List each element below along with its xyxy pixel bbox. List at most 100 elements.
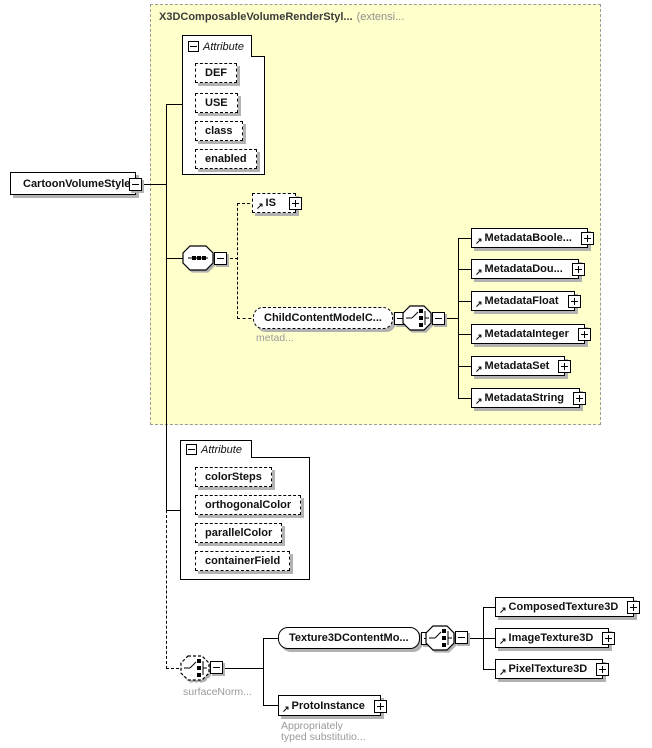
attribute-group-title: Attribute xyxy=(201,443,242,456)
attribute-def[interactable]: DEF xyxy=(195,63,237,83)
expand-plus-icon[interactable] xyxy=(596,663,610,676)
element-metadatastring[interactable]: ↗ MetadataString xyxy=(471,388,587,408)
element-annotation-line2: typed substitutio... xyxy=(281,731,366,743)
element-label: ImageTexture3D xyxy=(508,632,594,644)
extension-base-name: X3DComposableVolumeRenderStyl... xyxy=(159,11,353,23)
element-protoinstance[interactable]: ↗ ProtoInstance xyxy=(278,695,387,716)
collapse-minus-icon[interactable] xyxy=(214,252,227,265)
element-label: MetadataDou... xyxy=(484,263,563,275)
element-metadatadouble[interactable]: ↗ MetadataDou... xyxy=(471,259,585,279)
attribute-label: DEF xyxy=(205,67,227,79)
expand-plus-icon[interactable] xyxy=(289,197,302,210)
choice-icon[interactable] xyxy=(425,625,455,651)
attribute-enabled[interactable]: enabled xyxy=(195,149,257,169)
group-annotation: metad... xyxy=(256,332,294,344)
element-label: MetadataBoole... xyxy=(484,232,572,244)
connector-line xyxy=(166,668,184,669)
connector-line xyxy=(237,318,257,319)
element-label: CartoonVolumeStyle xyxy=(23,177,131,190)
element-label: IS xyxy=(265,197,276,209)
element-annotation-line1: Appropriately xyxy=(281,720,343,732)
collapse-minus-icon[interactable] xyxy=(210,661,223,674)
connector-line xyxy=(225,258,238,259)
expand-plus-icon[interactable] xyxy=(558,360,572,373)
collapse-minus-icon[interactable] xyxy=(186,444,197,455)
connector-line xyxy=(263,705,283,706)
expand-plus-icon[interactable] xyxy=(580,232,594,245)
sequence-icon[interactable] xyxy=(182,245,214,271)
attribute-label: parallelColor xyxy=(205,527,273,539)
connector-line xyxy=(166,258,186,259)
connector-line xyxy=(458,269,476,270)
extension-qualifier: (extensi... xyxy=(356,11,405,23)
attribute-class[interactable]: class xyxy=(195,121,243,141)
attribute-orthogonalcolor[interactable]: orthogonalColor xyxy=(195,495,302,515)
element-imagetexture3d[interactable]: ↗ ImageTexture3D xyxy=(495,628,616,648)
attribute-parallelcolor[interactable]: parallelColor xyxy=(195,523,283,543)
collapse-minus-icon[interactable] xyxy=(188,41,199,52)
element-label: MetadataInteger xyxy=(484,328,569,340)
element-ref-arrow-icon: ↗ xyxy=(282,704,290,714)
expand-plus-icon[interactable] xyxy=(571,263,585,276)
element-ref-arrow-icon: ↗ xyxy=(475,332,483,342)
element-ref-arrow-icon: ↗ xyxy=(499,667,507,677)
element-label: ProtoInstance xyxy=(291,699,365,712)
connector-line xyxy=(166,510,167,669)
element-ref-arrow-icon: ↗ xyxy=(475,236,483,246)
expand-plus-icon[interactable] xyxy=(602,632,616,645)
connector-line xyxy=(458,334,476,335)
element-metadataboolean[interactable]: ↗ MetadataBoole... xyxy=(471,228,594,248)
element-ref-arrow-icon: ↗ xyxy=(475,364,483,374)
attribute-group-header: Attribute xyxy=(182,35,252,57)
choice-icon[interactable] xyxy=(180,655,210,681)
attribute-label: enabled xyxy=(205,153,247,165)
element-composedtexture3d[interactable]: ↗ ComposedTexture3D xyxy=(495,597,641,617)
attribute-use[interactable]: USE xyxy=(195,93,238,113)
element-cartoonvolumestyle[interactable]: CartoonVolumeStyle xyxy=(10,172,142,195)
group-annotation: surfaceNorm... xyxy=(183,686,252,698)
connector-line xyxy=(166,104,186,105)
expand-plus-icon[interactable] xyxy=(573,392,587,405)
connector-line xyxy=(263,638,283,639)
connector-line xyxy=(237,203,238,319)
connector-line xyxy=(166,104,167,511)
connector-line xyxy=(458,238,476,239)
attribute-colorsteps[interactable]: colorSteps xyxy=(195,467,272,487)
element-metadatainteger[interactable]: ↗ MetadataInteger xyxy=(471,324,591,344)
expand-plus-icon[interactable] xyxy=(577,328,591,341)
element-label: ComposedTexture3D xyxy=(508,601,619,613)
group-texture3dcontentmodel[interactable]: Texture3DContentMo... xyxy=(278,627,434,649)
connector-line xyxy=(263,638,264,706)
collapse-minus-icon[interactable] xyxy=(129,178,142,191)
connector-line xyxy=(218,668,264,669)
collapse-minus-icon[interactable] xyxy=(432,312,445,325)
element-label: PixelTexture3D xyxy=(508,663,588,675)
connector-line xyxy=(483,607,500,608)
collapse-minus-icon[interactable] xyxy=(455,631,468,644)
element-metadataset[interactable]: ↗ MetadataSet xyxy=(471,356,572,376)
expand-plus-icon[interactable] xyxy=(627,601,641,614)
element-label: MetadataString xyxy=(484,392,565,404)
attribute-group-header: Attribute xyxy=(180,440,252,458)
element-metadatafloat[interactable]: ↗ MetadataFloat xyxy=(471,291,581,311)
group-childcontentmodel[interactable]: ChildContentModelC... xyxy=(253,307,407,329)
attribute-containerfield[interactable]: containerField xyxy=(195,551,291,571)
connector-line xyxy=(166,510,184,511)
element-is[interactable]: ↗ IS xyxy=(252,193,302,213)
expand-plus-icon[interactable] xyxy=(567,295,581,308)
attribute-label: class xyxy=(205,125,233,137)
choice-icon[interactable] xyxy=(402,305,432,331)
connector-line xyxy=(462,638,484,639)
element-ref-arrow-icon: ↗ xyxy=(475,299,483,309)
connector-line xyxy=(458,366,476,367)
attribute-label: containerField xyxy=(205,555,281,567)
expand-plus-icon[interactable] xyxy=(373,700,387,713)
connector-line xyxy=(458,238,459,399)
connector-line xyxy=(458,398,476,399)
extension-base-header: X3DComposableVolumeRenderStyl...(extensi… xyxy=(159,11,404,23)
element-ref-arrow-icon: ↗ xyxy=(499,605,507,615)
element-pixeltexture3d[interactable]: ↗ PixelTexture3D xyxy=(495,659,610,679)
element-label: MetadataFloat xyxy=(484,295,559,307)
connector-line xyxy=(483,638,500,639)
